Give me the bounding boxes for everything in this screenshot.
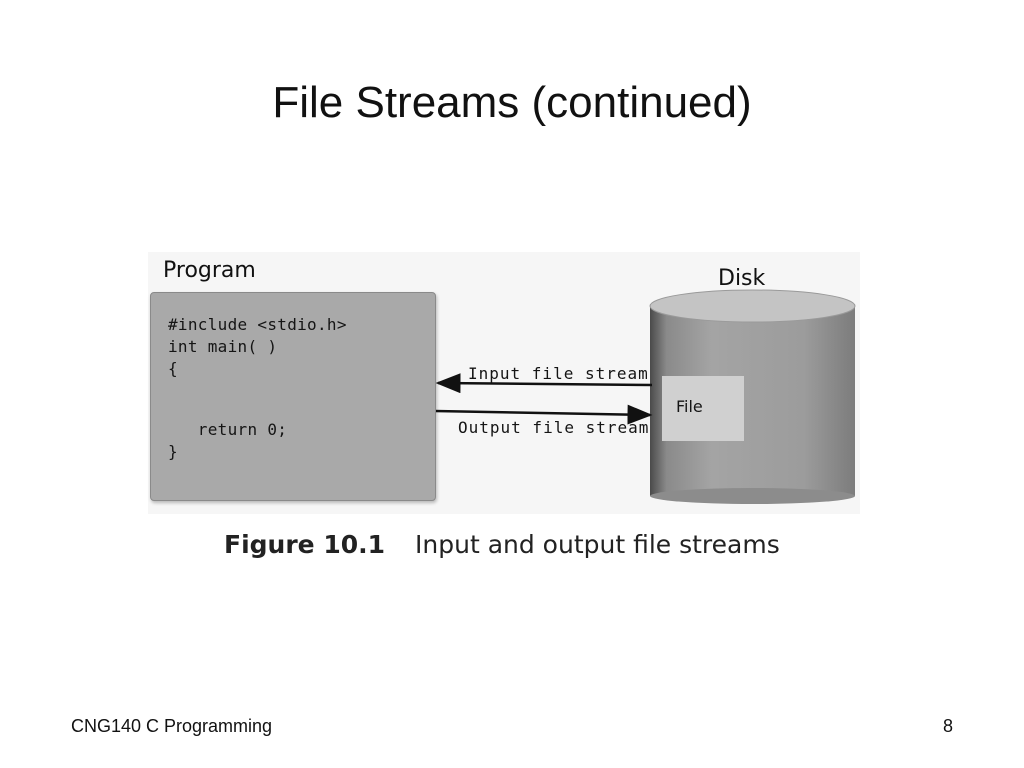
code-line: #include <stdio.h>	[168, 315, 347, 334]
figure-caption-text: Input and output file streams	[415, 530, 780, 559]
file-box: File	[662, 376, 744, 441]
slide-title: File Streams (continued)	[272, 78, 752, 127]
code-line: {	[168, 359, 178, 378]
disk-label: Disk	[718, 266, 766, 291]
code-line: }	[168, 442, 178, 461]
input-stream-label: Input file stream	[468, 364, 649, 383]
code-line: return 0;	[168, 420, 288, 439]
file-streams-figure: Program Disk #include <stdio.h> int main…	[148, 252, 860, 514]
code-line: int main( )	[168, 337, 278, 356]
figure-number: Figure 10.1	[224, 530, 386, 559]
page-number: 8	[943, 716, 954, 736]
input-stream-arrow	[435, 373, 653, 394]
footer-course-title: CNG140 C Programming	[71, 716, 273, 736]
file-label: File	[676, 397, 703, 416]
program-label: Program	[163, 258, 256, 283]
output-stream-label: Output file stream	[458, 418, 650, 437]
program-code-box: #include <stdio.h> int main( ) { return …	[150, 292, 436, 501]
figure-caption: Figure 10.1 Input and output file streams	[224, 530, 780, 559]
output-stream-arrow	[434, 404, 653, 425]
